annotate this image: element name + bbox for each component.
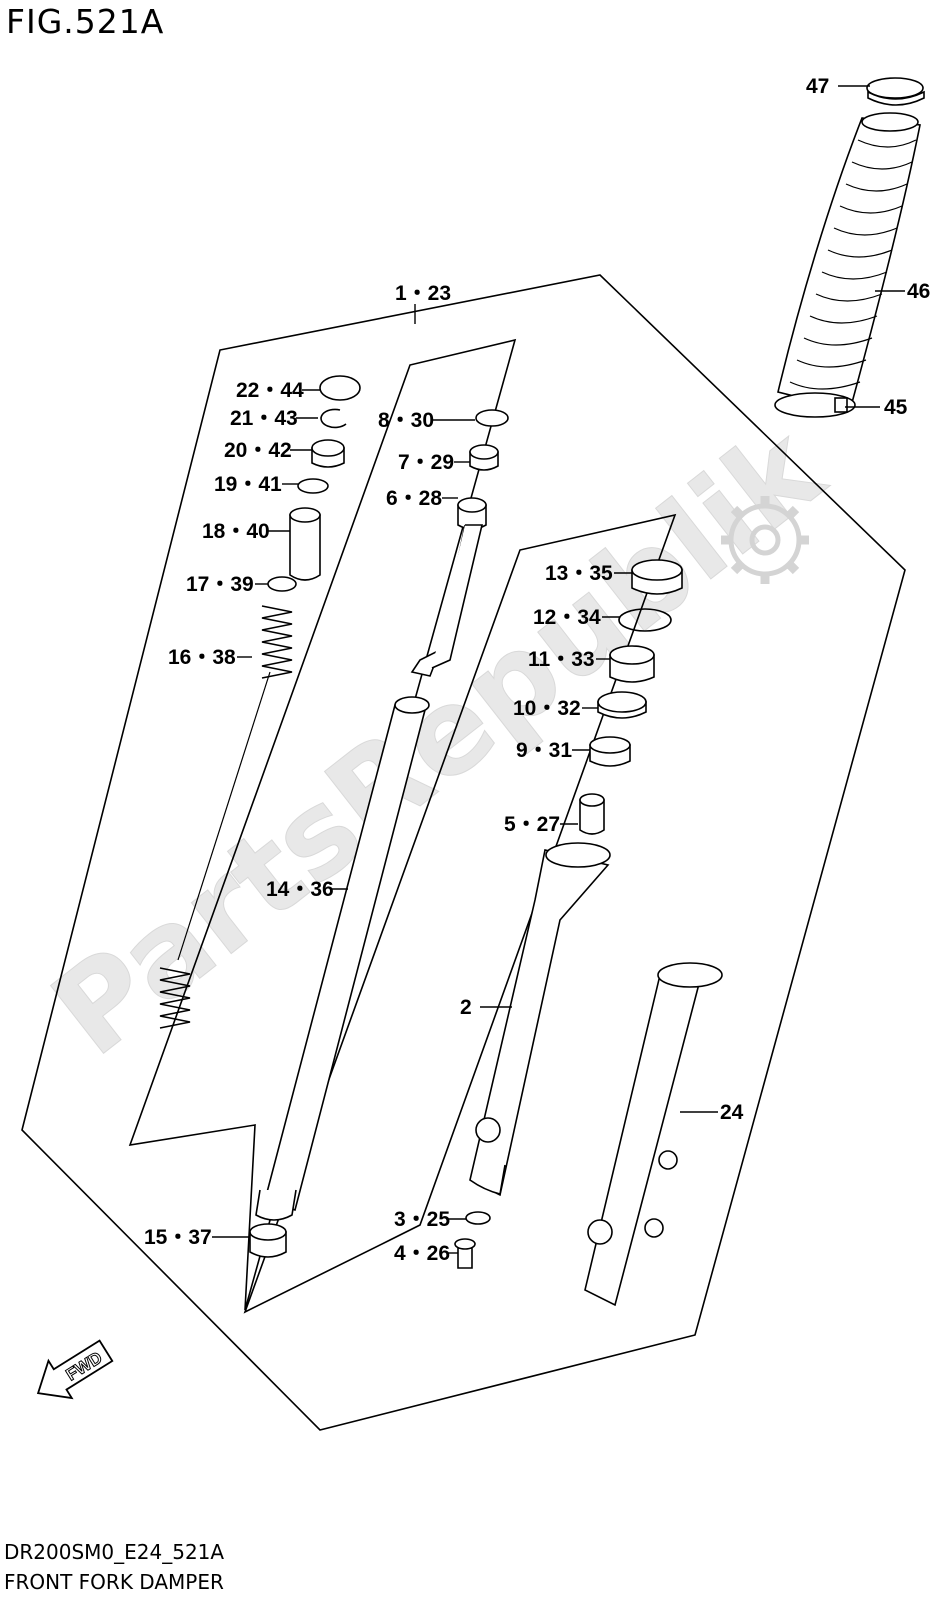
callout-46: 46	[907, 280, 930, 303]
figure-title: FIG.521A	[6, 2, 165, 41]
circlip-21	[320, 408, 347, 429]
callout-4-26: 4・26	[394, 1242, 450, 1265]
callout-11-33: 11・33	[528, 648, 595, 671]
stopper-ring-12	[618, 608, 672, 632]
cap-22	[319, 375, 361, 401]
washer-19	[297, 478, 329, 494]
figure-code: DR200SM0_E24_521A	[4, 1540, 225, 1564]
callout-45: 45	[884, 396, 908, 419]
gasket-3	[465, 1211, 491, 1225]
callout-7-29: 7・29	[398, 451, 454, 474]
spring-16	[159, 605, 293, 1029]
callout-5-27: 5・27	[504, 813, 560, 836]
callout-47: 47	[806, 75, 829, 98]
oil-lock-piece-5	[579, 799, 605, 835]
callout-10-32: 10・32	[513, 697, 581, 720]
fwd-arrow-icon: FWD	[36, 1339, 114, 1400]
callout-17-39: 17・39	[186, 573, 254, 596]
seat-17	[267, 576, 297, 592]
boot-clamp-upper	[866, 77, 924, 99]
callout-2: 2	[460, 996, 472, 1019]
callout-12-34: 12・34	[533, 606, 601, 629]
callout-20-42: 20・42	[224, 439, 292, 462]
callout-14-36: 14・36	[266, 878, 334, 901]
figure-caption: FRONT FORK DAMPER	[4, 1570, 224, 1594]
damper-rod-7	[410, 409, 509, 677]
callout-18-40: 18・40	[202, 520, 270, 543]
callout-21-43: 21・43	[230, 407, 298, 430]
callout-9-31: 9・31	[516, 739, 572, 762]
callout-6-28: 6・28	[386, 487, 442, 510]
fork-boot	[774, 77, 925, 418]
bolt-4	[457, 1247, 473, 1269]
callout-1-23: 1・23	[395, 282, 451, 305]
callout-16-38: 16・38	[168, 646, 236, 669]
callout-15-37: 15・37	[144, 1226, 212, 1249]
callout-13-35: 13・35	[545, 562, 613, 585]
spacer-18	[289, 514, 321, 581]
callout-24: 24	[720, 1101, 744, 1124]
callout-8-30: 8・30	[378, 409, 434, 432]
outer-tube-24	[584, 962, 723, 1307]
callout-3-25: 3・25	[394, 1208, 450, 1231]
gear-icon	[721, 496, 809, 584]
callout-22-44: 22・44	[236, 379, 304, 402]
callout-19-41: 19・41	[214, 473, 282, 496]
inner-tube-14	[255, 696, 430, 1221]
fork-assembly-frame	[21, 274, 906, 1431]
outer-tube-2	[469, 842, 611, 1197]
